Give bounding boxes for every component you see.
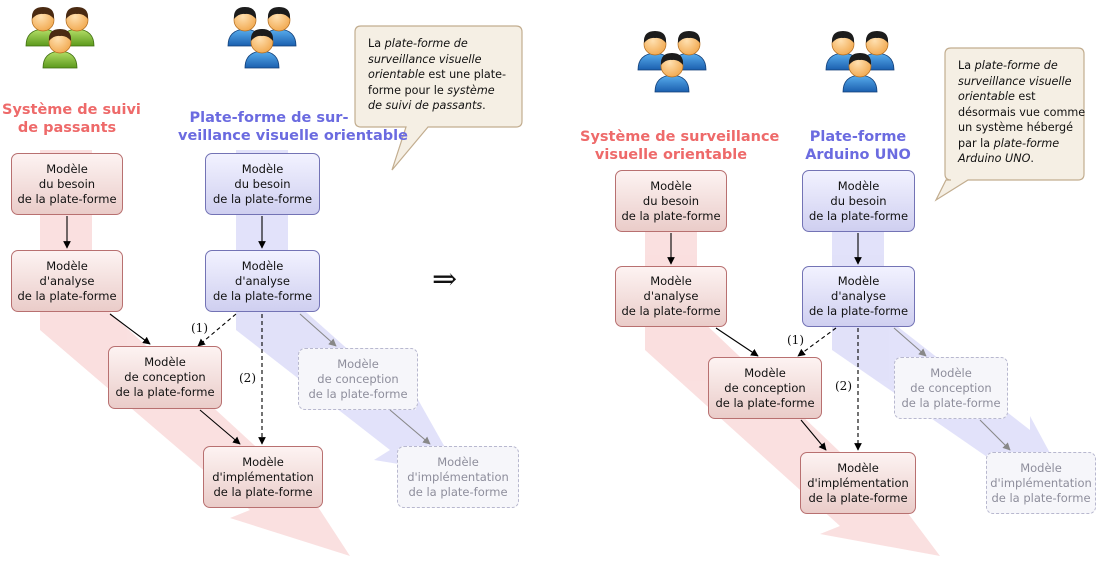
left-blue-column-title: Plate-forme de sur-veillance visuelle or… (178, 110, 408, 144)
right-arrows (667, 233, 862, 451)
users-group-green-icon (25, 6, 95, 69)
right-note-bubble (934, 47, 1085, 202)
left-label-1: (1) (190, 321, 209, 335)
right-label-2: (2) (834, 379, 853, 393)
left-note: La plate-forme de surveillance visuelle … (368, 37, 507, 112)
right-label-1: (1) (786, 333, 805, 347)
left-ghost-arrows (299, 313, 431, 445)
implies-arrow: ⇒ (432, 262, 458, 297)
right-ghost-arrows (893, 327, 1011, 451)
users-group-blue-icon (227, 6, 297, 69)
users-group-blue-icon (825, 30, 895, 93)
users-group-blue-icon (637, 30, 707, 93)
left-arrows (63, 216, 266, 445)
left-label-2: (2) (238, 371, 257, 385)
left-note-bubble (354, 25, 523, 171)
right-note: La plate-forme de surveillance visuelle … (958, 59, 1086, 165)
